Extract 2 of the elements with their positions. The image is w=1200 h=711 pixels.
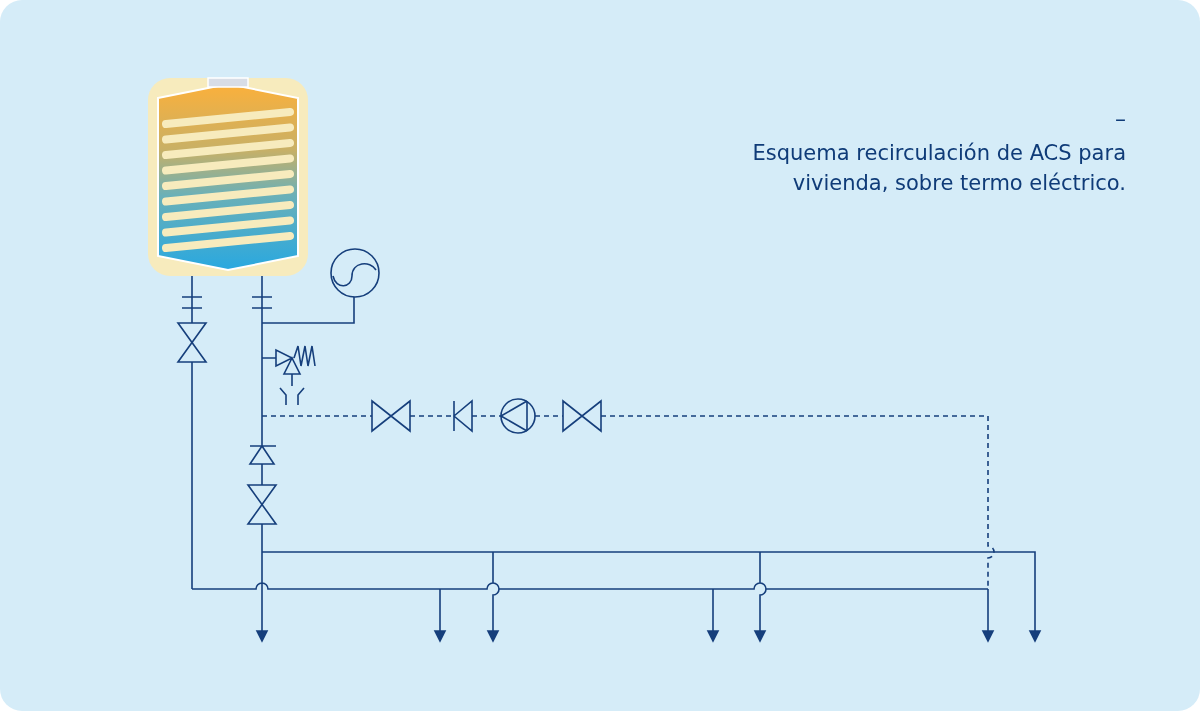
diagram-title: Esquema recirculación de ACS para vivienda, sobre termo eléctrico. [751, 140, 1126, 197]
separator-dash: – [1115, 106, 1126, 131]
